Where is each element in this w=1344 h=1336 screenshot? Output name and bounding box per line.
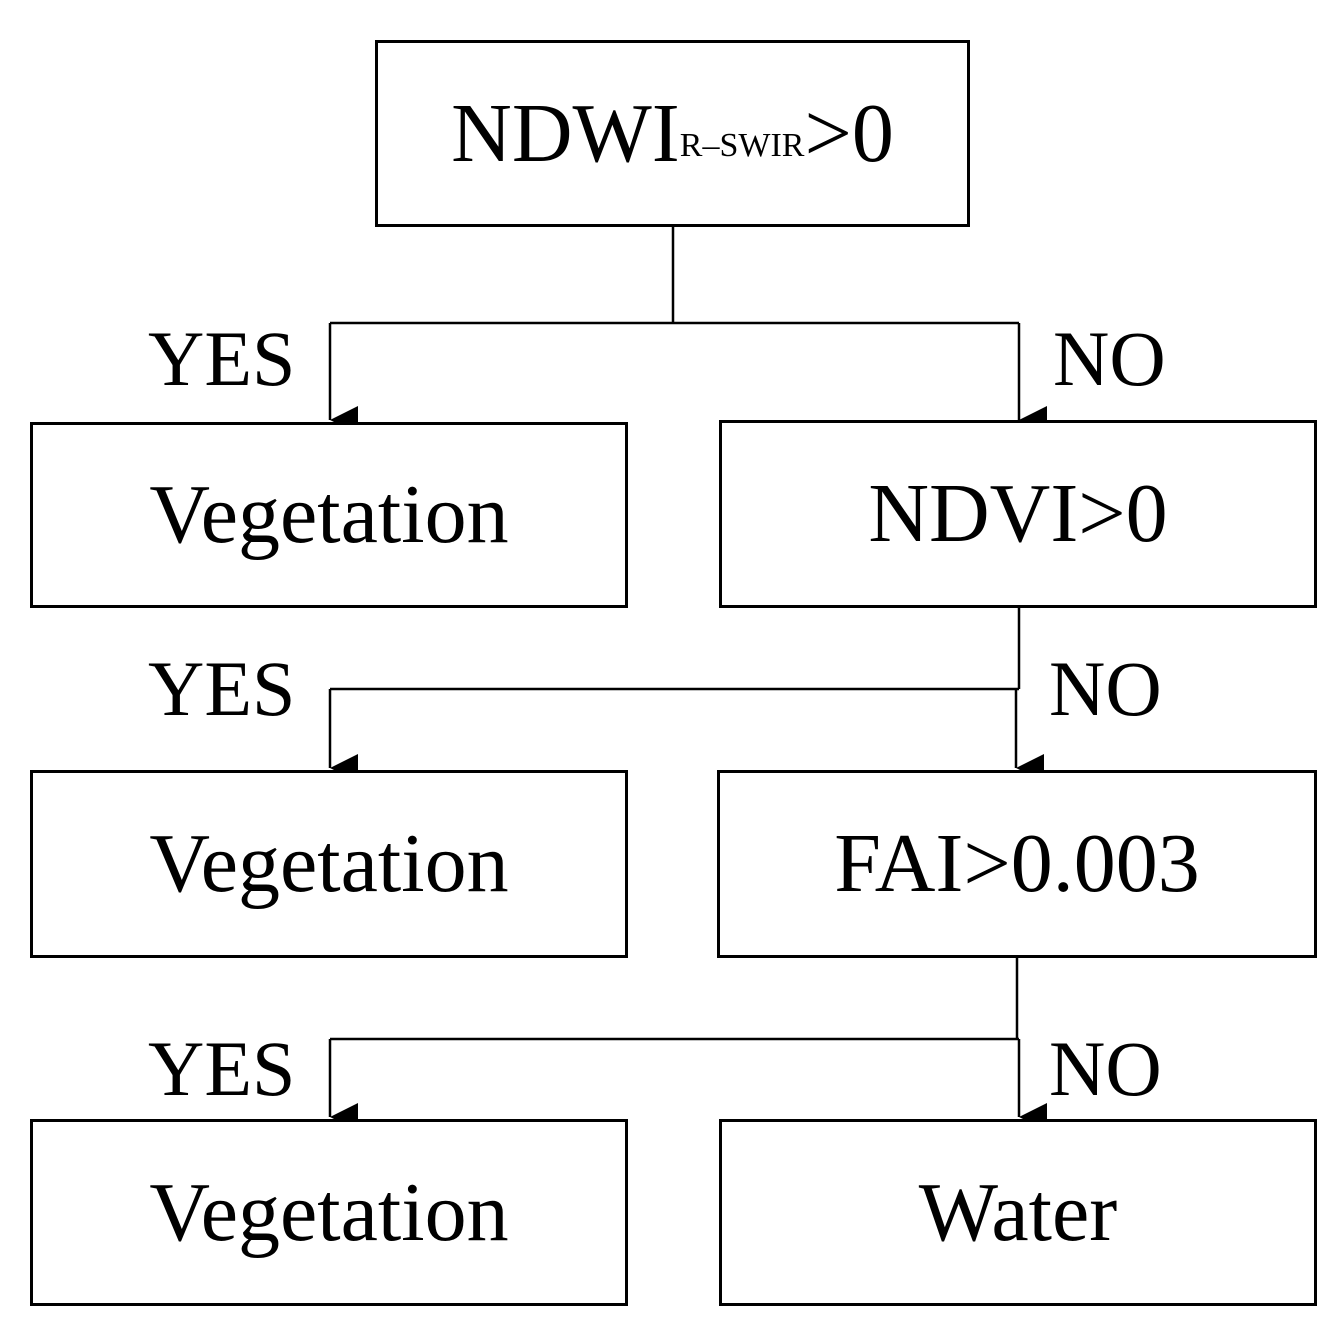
edge-label-yes-3: YES bbox=[148, 1025, 296, 1112]
ndwi-subscript: R–SWIR bbox=[679, 126, 805, 164]
ndwi-label: NDWI bbox=[451, 86, 680, 180]
edge-label-no-3: NO bbox=[1049, 1025, 1162, 1112]
water-label: Water bbox=[918, 1165, 1118, 1259]
ndvi-label: NDVI>0 bbox=[868, 467, 1168, 560]
fai-label: FAI>0.003 bbox=[834, 817, 1200, 910]
vegetation-1-label: Vegetation bbox=[149, 468, 509, 561]
node-ndvi-decision: NDVI>0 bbox=[719, 420, 1317, 608]
edge-label-no-2: NO bbox=[1049, 645, 1162, 732]
edge-label-yes-1: YES bbox=[148, 315, 296, 402]
node-vegetation-3: Vegetation bbox=[30, 1119, 628, 1306]
node-vegetation-2: Vegetation bbox=[30, 770, 628, 958]
edge-label-no-1: NO bbox=[1053, 315, 1166, 402]
edge-label-yes-2: YES bbox=[148, 645, 296, 732]
node-fai-decision: FAI>0.003 bbox=[717, 770, 1317, 958]
ndwi-threshold: >0 bbox=[804, 86, 894, 180]
node-vegetation-1: Vegetation bbox=[30, 422, 628, 608]
vegetation-2-label: Vegetation bbox=[149, 817, 509, 910]
node-water: Water bbox=[719, 1119, 1317, 1306]
vegetation-3-label: Vegetation bbox=[149, 1165, 509, 1259]
